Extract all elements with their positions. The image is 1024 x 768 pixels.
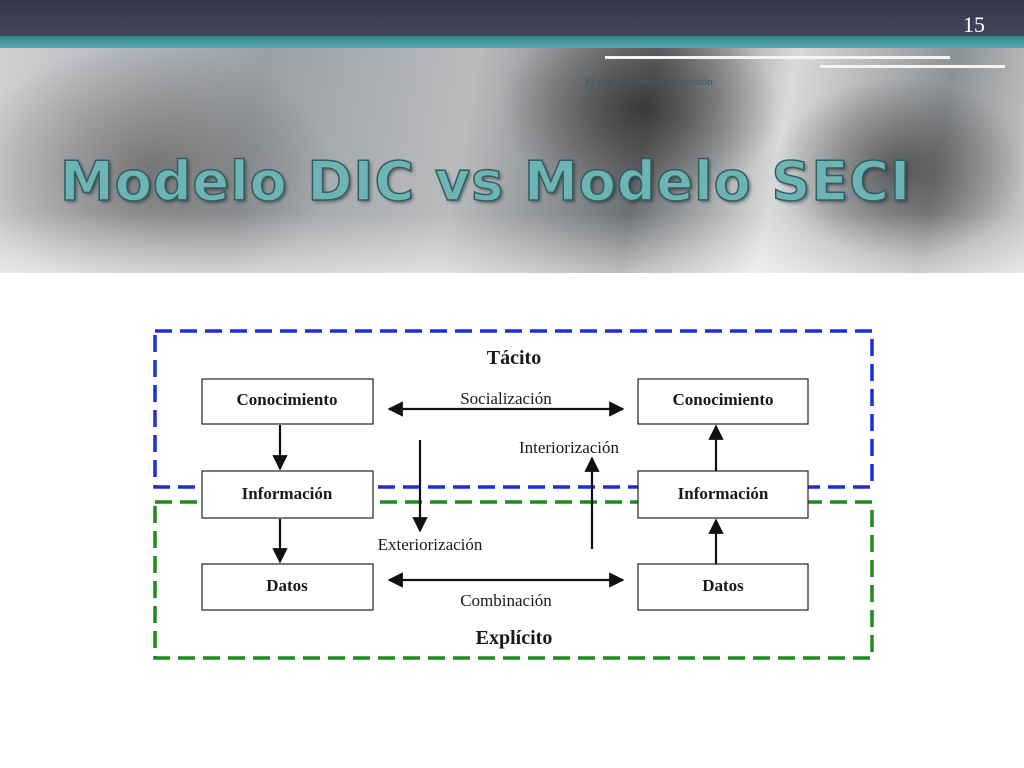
slide-subtitle: El conocimiento y su gestión — [585, 76, 713, 88]
datos-right-label: Datos — [702, 576, 744, 595]
conocimiento-right-label: Conocimiento — [672, 390, 773, 409]
combinacion-label: Combinación — [460, 591, 552, 610]
explicit-zone-border — [153, 500, 874, 660]
conocimiento-right-box — [637, 378, 809, 425]
datos-left-label: Datos — [266, 576, 308, 595]
informacion-left-box — [201, 470, 374, 519]
informacion-right-box — [637, 470, 809, 519]
socializacion-label: Socialización — [460, 389, 552, 408]
exteriorizacion-label: Exteriorización — [378, 535, 483, 554]
decor-line — [605, 56, 950, 59]
datos-right-box — [637, 563, 809, 611]
conocimiento-left-box — [201, 378, 374, 425]
informacion-left-label: Información — [242, 484, 333, 503]
informacion-right-label: Información — [678, 484, 769, 503]
banner-fade — [0, 213, 1024, 273]
tacit-zone-label: Tácito — [487, 347, 541, 369]
decor-line — [820, 65, 1005, 68]
datos-left-box — [201, 563, 374, 611]
interiorizacion-label: Interiorización — [519, 438, 620, 457]
banner-decor-lines — [605, 52, 1005, 72]
conocimiento-left-label: Conocimiento — [236, 390, 337, 409]
slide-title: Modelo DIC vs Modelo SECI — [59, 149, 912, 214]
accent-stripe — [0, 36, 1024, 48]
page-number: 15 — [963, 12, 985, 37]
explicit-zone-label: Explícito — [476, 627, 553, 649]
header-banner-image — [0, 48, 1024, 273]
top-bar — [0, 0, 1024, 36]
tacit-zone-border — [153, 329, 874, 489]
